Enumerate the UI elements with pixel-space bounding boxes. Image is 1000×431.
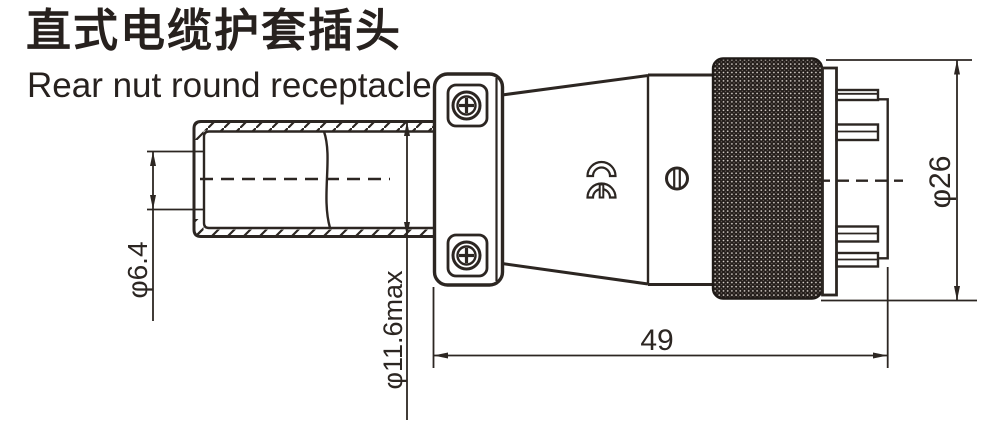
contact-tab [835,88,880,102]
phillips-screw-icon [451,240,482,271]
knurl-texture [711,57,824,300]
sleeve-outer-wall [192,120,437,238]
contact-tabs [835,88,880,268]
phillips-screw-icon [451,90,482,121]
dim-label-sleeve-od: φ11.6max [378,270,408,390]
cable-break-line [322,131,332,229]
sleeve-hatch-left-top [195,123,204,140]
cone-bottom-edge [501,262,649,286]
arrow-down-icon [404,222,410,237]
dim-label-nut-od: φ26 [924,156,957,209]
arrow-right-icon [873,352,888,359]
sleeve-hatch-bottom [197,229,435,236]
cable-sleeve [192,120,437,238]
arrow-up-icon [954,60,960,75]
logo-lower-stem [598,183,605,199]
screw-pad [446,83,489,128]
slotted-screw-icon [665,166,689,191]
clamp-screw-top [446,83,489,128]
arrow-up-icon [404,121,410,136]
connector-body [501,73,714,286]
screw-head-inner [456,95,477,116]
dimension-sleeve-od: φ11.6max [378,121,410,420]
clamp-plate [432,72,505,287]
knurled-coupling-nut [711,57,824,300]
logo-upper-arc [586,160,617,178]
cable-clamp [432,72,505,287]
dimension-cable-bore: φ6.4 [122,150,204,321]
logo-lower-arc [586,182,617,199]
dimension-nut-od: φ26 [821,59,977,302]
cone-top-edge [501,74,649,97]
screw-head-inner [456,245,477,266]
sleeve-inner-bore [202,130,437,230]
arrow-left-icon [433,352,448,359]
dim-label-length: 49 [640,324,673,357]
set-screw-head [665,166,689,191]
arrow-down-icon [954,286,960,301]
dim-label-cable-bore: φ6.4 [122,241,153,298]
arrow-up-icon [150,151,156,166]
arrow-down-icon [150,195,156,210]
page-title-english: Rear nut round receptacle [27,66,432,105]
cone-fill [502,75,648,284]
insert-body-outline [878,98,889,260]
sleeve-hatch-top [197,123,435,131]
arc-logo-mark [586,160,617,199]
page-title-chinese: 直式电缆护套插头 [26,5,403,56]
dimension-length-49: 49 [432,267,889,368]
rear-interface [818,66,903,297]
screw-pad [446,233,489,278]
clamp-screw-bottom [446,233,489,278]
sleeve-hatch-left-bottom [195,219,204,235]
